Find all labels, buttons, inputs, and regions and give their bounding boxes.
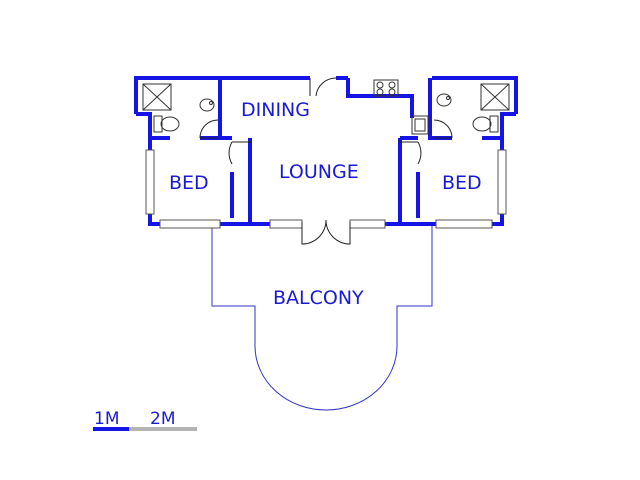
basin-right-icon — [436, 93, 452, 107]
basin-left-icon — [199, 98, 215, 112]
window-lounge-right — [349, 219, 386, 229]
toilet-left-icon — [153, 115, 180, 133]
balcony-outline — [211, 224, 433, 411]
toilet-right-icon — [472, 115, 499, 133]
room-label-balcony: BALCONY — [273, 287, 364, 309]
room-label-bed-left: BED — [169, 172, 209, 194]
window-lounge-left — [269, 219, 303, 229]
door-bed-left — [228, 141, 252, 165]
stove-icon — [373, 79, 399, 97]
doors — [199, 77, 453, 245]
scale-label-1m: 1M — [94, 409, 119, 429]
window-left-side — [145, 149, 155, 215]
kitchen-sink-icon — [411, 115, 429, 135]
scale-bar-primary — [93, 427, 129, 431]
room-label-dining: DINING — [241, 99, 310, 121]
scale-bar-secondary — [129, 427, 197, 431]
outer-walls — [134, 76, 518, 226]
room-label-bed-right: BED — [442, 172, 482, 194]
window-right-side — [497, 149, 507, 215]
windows — [145, 149, 507, 229]
shower-left-icon — [142, 83, 172, 111]
window-right-bottom — [435, 219, 493, 229]
door-bath-left — [199, 119, 219, 139]
door-entrance — [309, 77, 337, 97]
scale-bar: 1M 2M — [93, 409, 197, 431]
room-label-lounge: LOUNGE — [279, 161, 359, 183]
door-balcony — [301, 219, 351, 245]
door-bath-right — [433, 119, 453, 139]
window-left-bottom — [159, 219, 221, 229]
shower-right-icon — [480, 83, 510, 111]
fixtures — [142, 79, 510, 135]
door-bed-right — [398, 141, 422, 165]
scale-label-2m: 2M — [150, 409, 175, 429]
